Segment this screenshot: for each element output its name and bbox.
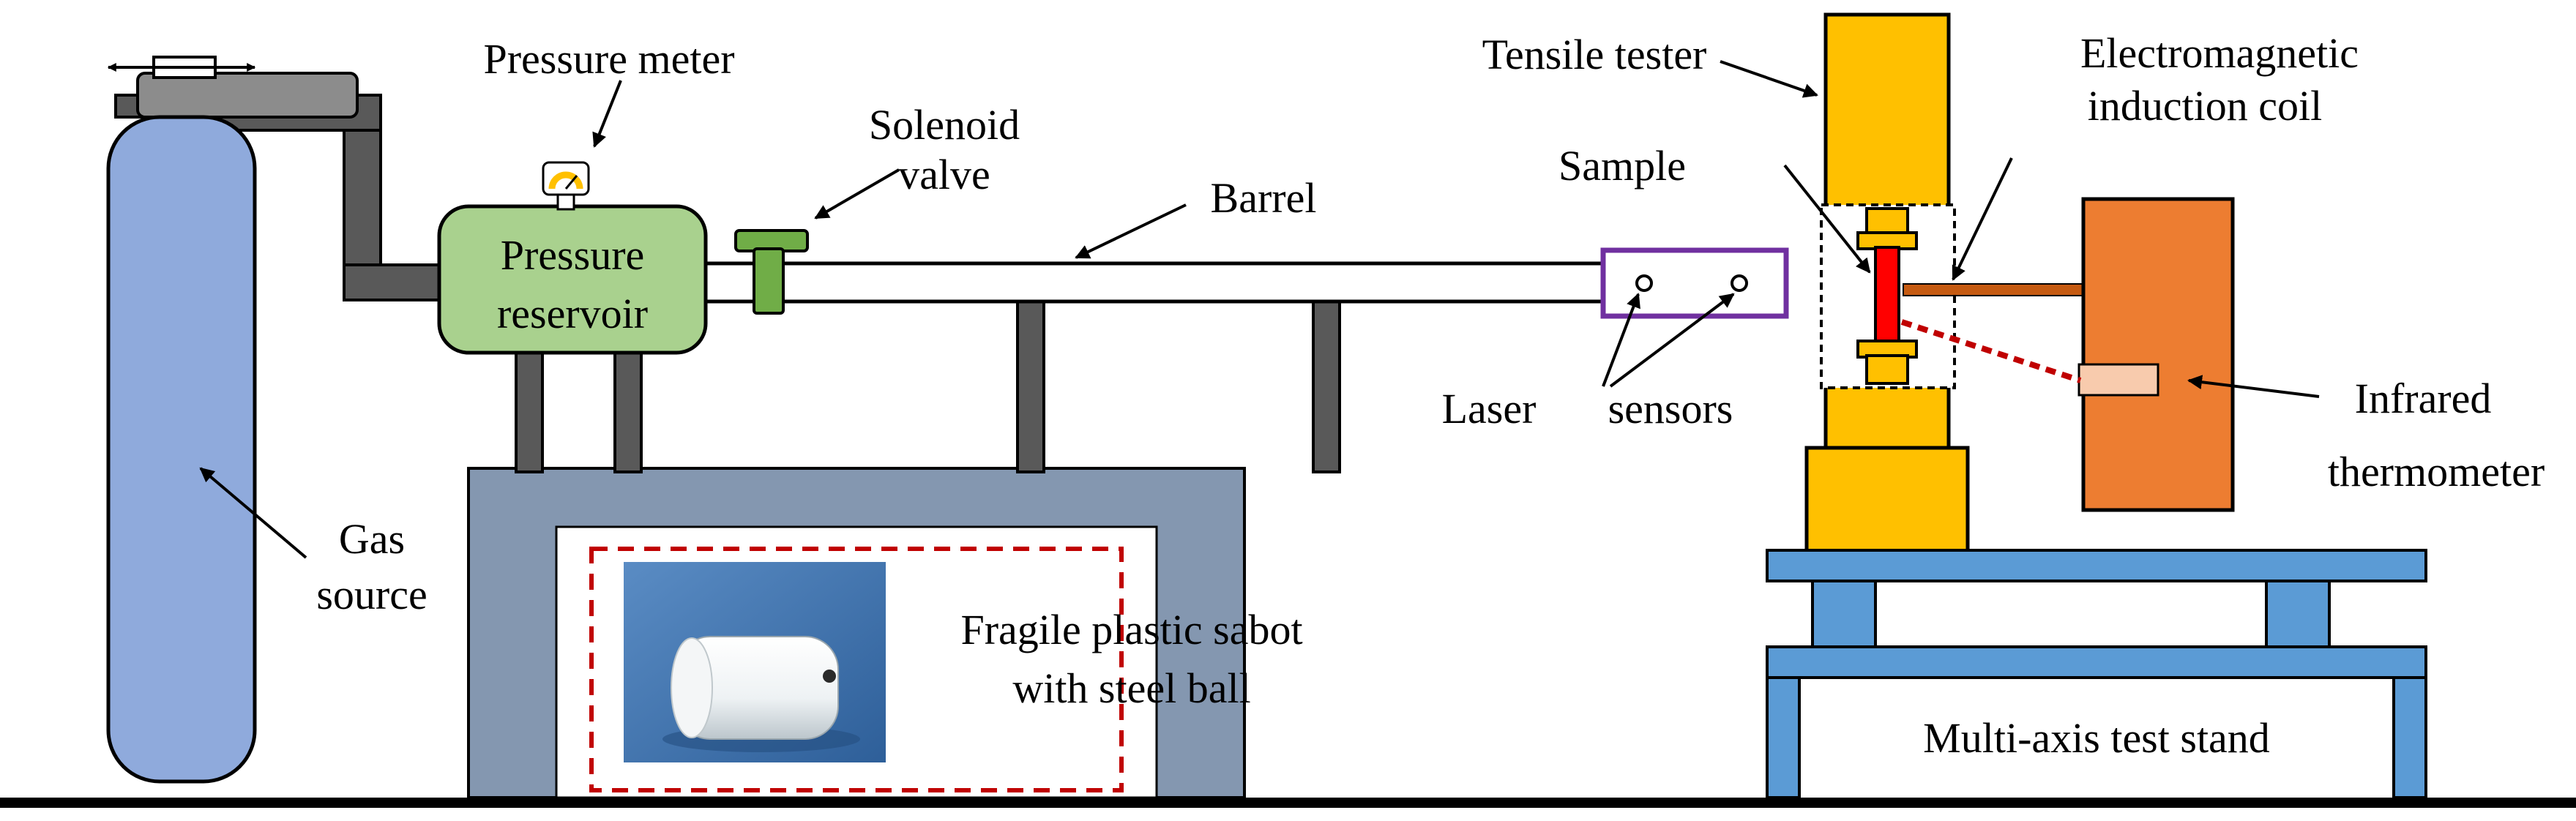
steel-ball-icon (823, 670, 836, 683)
barrel-leg-1 (1016, 300, 1045, 473)
gas-pipe-bottom (343, 263, 448, 301)
barrel-leg-2 (1312, 300, 1341, 473)
arrow-sample (1783, 164, 1871, 274)
ground-line (0, 798, 2576, 808)
cylinder-body (106, 115, 257, 784)
induction-coil-rod (1903, 283, 2087, 296)
multi-axis-test-stand (1766, 549, 2427, 799)
thermometer-lens (2077, 363, 2159, 397)
label-em-coil-l2: induction coil (2088, 82, 2323, 130)
cylinder-cap (136, 72, 359, 119)
infrared-thermometer (2077, 197, 2235, 512)
label-barrel: Barrel (1211, 174, 1317, 222)
lower-grip (1865, 354, 1909, 385)
reservoir-leg-left (515, 342, 544, 473)
laser-sensor-2 (1731, 274, 1748, 292)
sample-specimen (1874, 246, 1900, 344)
arrow-laser-1 (1602, 293, 1640, 387)
label-em-coil-l1: Electromagnetic (2080, 29, 2359, 77)
label-gas-l1: Gas (339, 515, 405, 563)
label-pressure-meter: Pressure meter (483, 35, 734, 83)
laser-sensor-box (1600, 247, 1789, 319)
sabot-dashed-box (589, 547, 1124, 792)
pressure-meter-gauge (542, 161, 590, 211)
arrow-barrel (1075, 203, 1187, 259)
label-reservoir-l2: reservoir (497, 290, 648, 337)
label-gas-l2: source (316, 571, 427, 618)
label-sensors: sensors (1608, 385, 1733, 432)
arrow-infrared (2187, 375, 2320, 398)
reservoir-leg-right (613, 342, 643, 473)
label-tensile-tester: Tensile tester (1482, 31, 1707, 78)
label-solenoid-l2: valve (898, 151, 990, 198)
label-solenoid-l1: Solenoid (869, 101, 1020, 149)
barrel (701, 261, 1613, 304)
infrared-beam (1900, 319, 2082, 383)
arrow-tensile-tester (1720, 60, 1818, 98)
laser-sensor-1 (1635, 274, 1653, 292)
arrow-induction-coil (1952, 157, 2013, 281)
label-infrared-l1: Infrared (2355, 375, 2492, 422)
gas-cylinder (106, 56, 448, 784)
label-reservoir-l1: Pressure (501, 231, 645, 279)
label-sample: Sample (1558, 142, 1686, 190)
label-test-stand: Multi-axis test stand (1923, 714, 2270, 762)
tensile-tester (1804, 12, 1970, 554)
arrow-solenoid-valve (814, 168, 900, 220)
arrow-laser-2 (1609, 293, 1735, 388)
arrow-pressure-meter (592, 80, 622, 148)
sabot-photo (624, 562, 886, 762)
solenoid-valve (734, 229, 809, 315)
arrow-gas-source (199, 467, 307, 559)
label-laser: Laser (1442, 385, 1537, 432)
label-sabot-l2: with steel ball (1012, 664, 1250, 712)
label-infrared-l2: thermometer (2328, 448, 2545, 495)
label-sabot-l1: Fragile plastic sabot (960, 606, 1302, 653)
